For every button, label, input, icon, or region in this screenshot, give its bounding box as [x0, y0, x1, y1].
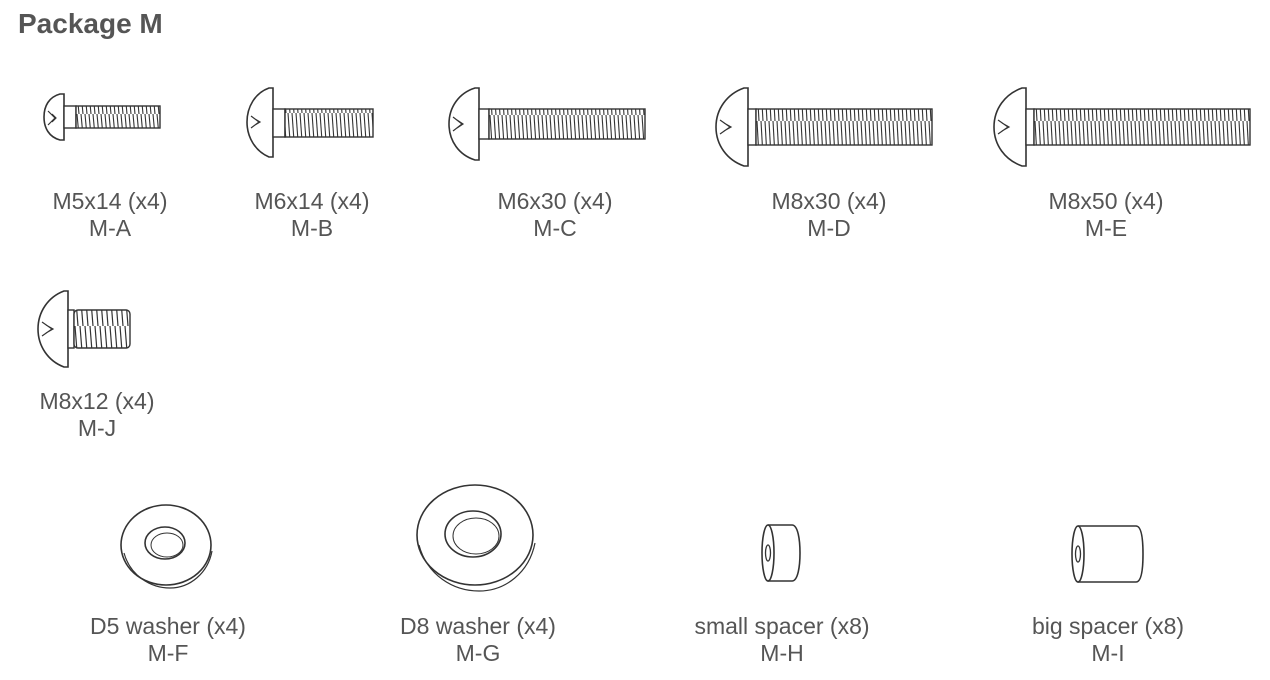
spacer-m-i-label: big spacer (x8) M-I	[998, 613, 1218, 667]
screw-m-j-label: M8x12 (x4) M-J	[17, 388, 177, 442]
screw-code: M-E	[1084, 215, 1128, 241]
spacer-m-i-icon	[1068, 523, 1148, 587]
screw-m-d-label: M8x30 (x4) M-D	[739, 188, 919, 242]
spacer-m-h-label: small spacer (x8) M-H	[662, 613, 902, 667]
hardware-name: small spacer (x8)	[694, 613, 870, 639]
screw-size: M6x14 (x4)	[254, 188, 370, 214]
screw-m-a-icon	[40, 92, 165, 142]
washer-m-g-label: D8 washer (x4) M-G	[368, 613, 588, 667]
screw-m-c-icon	[445, 85, 650, 163]
screw-m-b-label: M6x14 (x4) M-B	[222, 188, 402, 242]
screw-m-a-label: M5x14 (x4) M-A	[20, 188, 200, 242]
washer-m-g-icon	[415, 483, 540, 595]
screw-size: M8x12 (x4)	[39, 388, 155, 414]
screw-m-c-label: M6x30 (x4) M-C	[465, 188, 645, 242]
hardware-code: M-I	[1091, 640, 1125, 666]
hardware-name: D8 washer (x4)	[400, 613, 556, 639]
screw-size: M6x30 (x4)	[497, 188, 613, 214]
screw-m-b-icon	[243, 85, 378, 160]
hardware-name: big spacer (x8)	[1031, 613, 1185, 639]
screw-code: M-B	[290, 215, 334, 241]
screw-code: M-J	[77, 415, 117, 441]
hardware-code: M-F	[147, 640, 189, 666]
hardware-name: D5 washer (x4)	[90, 613, 246, 639]
screw-m-j-icon	[34, 288, 134, 370]
screw-m-e-icon	[990, 85, 1255, 170]
hardware-code: M-H	[760, 640, 804, 666]
screw-size: M8x50 (x4)	[1048, 188, 1164, 214]
screw-size: M5x14 (x4)	[52, 188, 168, 214]
screw-code: M-D	[807, 215, 851, 241]
washer-m-f-label: D5 washer (x4) M-F	[58, 613, 278, 667]
screw-m-d-icon	[712, 85, 937, 170]
washer-m-f-icon	[118, 503, 218, 591]
spacer-m-h-icon	[760, 522, 805, 586]
screw-size: M8x30 (x4)	[771, 188, 887, 214]
screw-code: M-A	[88, 215, 132, 241]
screw-m-e-label: M8x50 (x4) M-E	[1016, 188, 1196, 242]
screw-code: M-C	[533, 215, 577, 241]
page-title: Package M	[18, 8, 163, 39]
hardware-code: M-G	[455, 640, 501, 666]
